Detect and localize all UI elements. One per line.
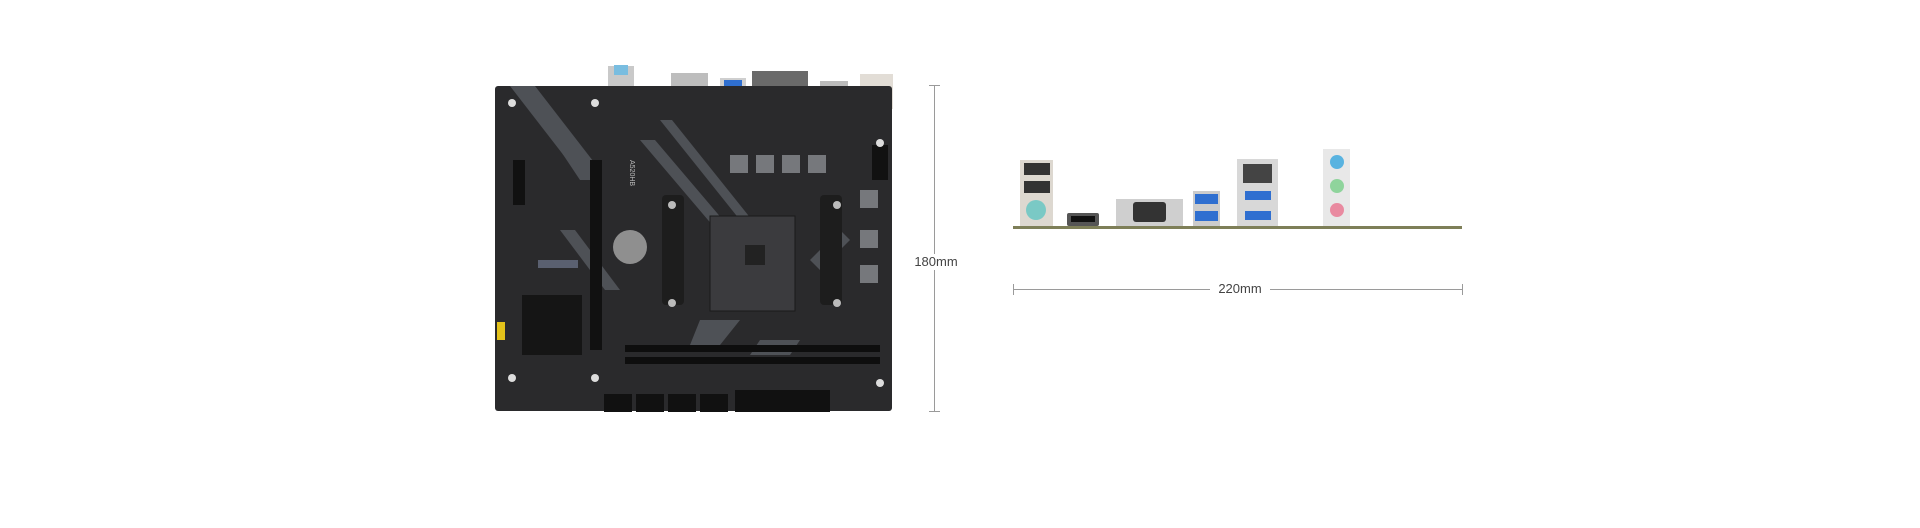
rear-io-panel-image [1013,149,1462,229]
vga-port [1116,199,1183,226]
usb-ps2-port [1020,160,1053,226]
atx-power-connector [735,390,830,412]
motherboard-image: A520HB [495,65,893,412]
hdmi-port [1067,213,1099,226]
height-dimension-label: 180mm [906,254,966,270]
usb3-port [1193,191,1220,226]
height-dimension-line [934,85,935,412]
lan-usb3-port [1237,159,1278,226]
dimension-cap [1462,284,1463,295]
svg-text:A520HB: A520HB [628,160,635,186]
chipset-heatsink [522,295,582,355]
width-dimension-label: 220mm [1210,281,1270,297]
cmos-battery [613,230,647,264]
audio-jacks [1323,149,1350,226]
dimm-slot [625,345,880,352]
pcie-x16-slot [590,160,602,350]
dimension-cap [929,85,940,86]
dimension-cap [929,411,940,412]
dimension-cap [1013,284,1014,295]
dimm-slot [625,357,880,364]
pcie-x1-slot [513,160,525,205]
pcb-edge [1013,226,1462,229]
